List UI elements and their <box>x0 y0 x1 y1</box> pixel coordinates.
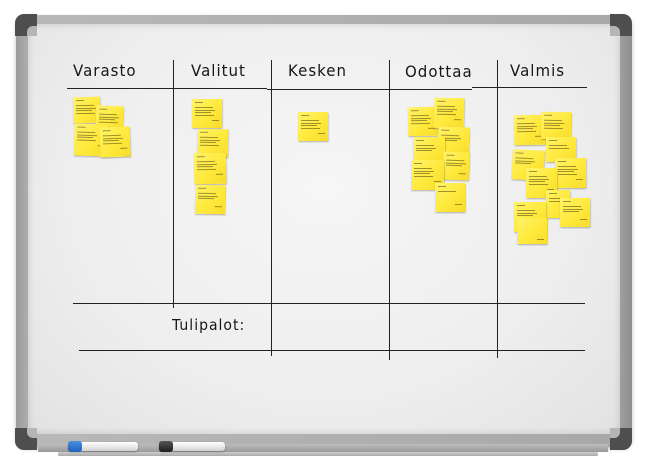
swimlane-label-tulipalot: Tulipalot: <box>172 317 246 335</box>
marker-tray-edge <box>58 452 598 456</box>
sticky-note[interactable] <box>433 97 465 129</box>
column-header-valmis: Valmis <box>510 61 566 81</box>
frame-corner-bottom-left <box>15 428 37 450</box>
sticky-note[interactable] <box>546 137 576 162</box>
sticky-note[interactable] <box>540 111 572 140</box>
sticky-note[interactable] <box>560 198 590 227</box>
blue-marker[interactable] <box>68 441 138 452</box>
column-header-varasto: Varasto <box>73 61 137 81</box>
column-divider <box>497 60 499 358</box>
header-divider-line <box>267 89 472 91</box>
sticky-note[interactable] <box>298 112 328 141</box>
sticky-note[interactable] <box>435 183 465 212</box>
sticky-note[interactable] <box>411 160 444 190</box>
sticky-note[interactable] <box>193 152 227 185</box>
sticky-note[interactable] <box>526 168 557 198</box>
sticky-note[interactable] <box>194 184 226 215</box>
sticky-note[interactable] <box>192 99 222 128</box>
sticky-note[interactable] <box>442 151 470 181</box>
column-header-odottaa: Odottaa <box>405 62 473 82</box>
header-divider-line <box>67 88 267 90</box>
column-header-kesken: Kesken <box>288 61 348 81</box>
frame-corner-top-right <box>610 14 632 36</box>
sticky-note[interactable] <box>517 218 547 244</box>
header-divider-line <box>472 87 587 89</box>
column-divider <box>173 60 175 308</box>
marker-tray <box>38 444 608 452</box>
swimlane-top-line <box>73 303 585 305</box>
swimlane-bottom-line <box>79 350 585 352</box>
sticky-note[interactable] <box>99 126 131 158</box>
frame-corner-top-left <box>15 14 37 36</box>
black-marker-cap <box>159 441 173 452</box>
column-divider <box>389 60 391 360</box>
black-marker[interactable] <box>159 441 225 452</box>
column-header-valitut: Valitut <box>191 61 246 81</box>
column-divider <box>271 60 273 356</box>
frame-corner-bottom-right <box>610 428 632 450</box>
sticky-note[interactable] <box>555 158 586 188</box>
blue-marker-cap <box>68 441 82 452</box>
